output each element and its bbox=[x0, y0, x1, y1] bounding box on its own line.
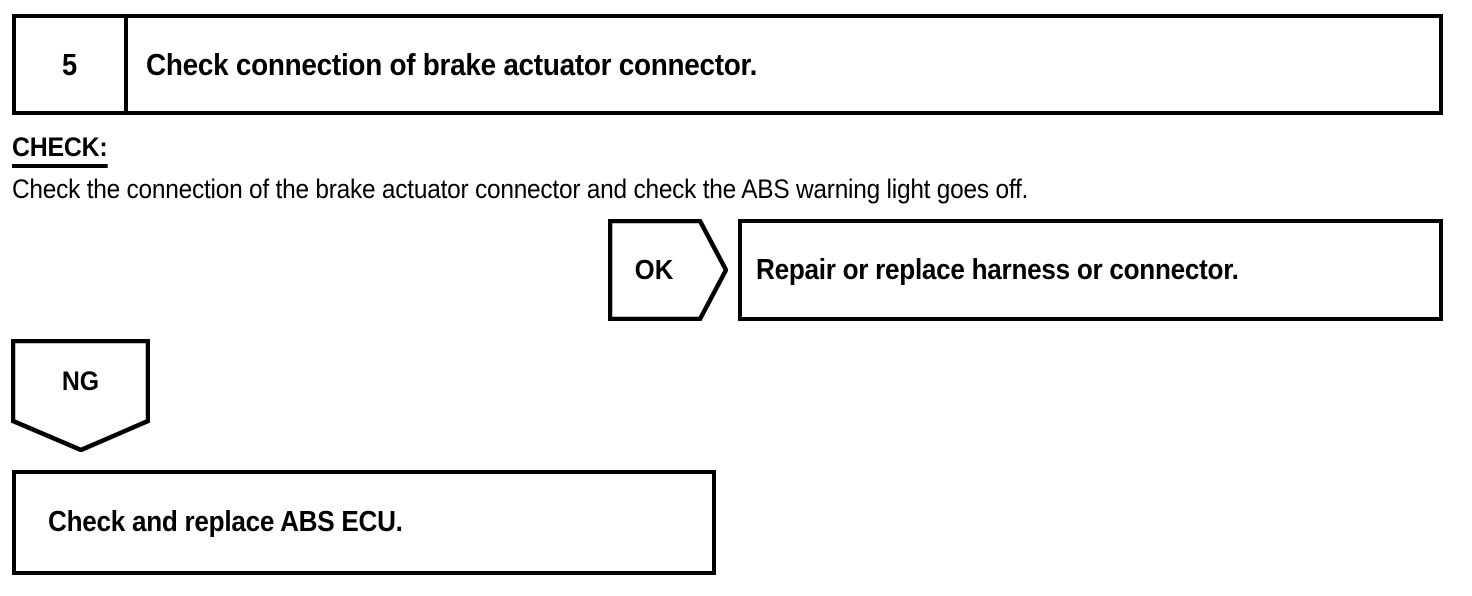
check-description: Check the connection of the brake actuat… bbox=[12, 174, 1029, 204]
ng-branch-action-text: Check and replace ABS ECU. bbox=[48, 506, 403, 538]
check-label: CHECK: bbox=[12, 131, 108, 168]
step-header-row: 5 Check connection of brake actuator con… bbox=[12, 14, 1443, 115]
ng-branch-action-box: Check and replace ABS ECU. bbox=[12, 470, 716, 575]
step-number: 5 bbox=[62, 46, 78, 82]
check-section: CHECK: Check the connection of the brake… bbox=[12, 131, 1432, 205]
ok-branch-arrow: OK bbox=[608, 219, 728, 321]
ng-branch-label: NG bbox=[61, 365, 100, 396]
ok-branch-action-box: Repair or replace harness or connector. bbox=[738, 219, 1443, 321]
step-title: Check connection of brake actuator conne… bbox=[146, 46, 758, 82]
ng-branch-arrow: NG bbox=[11, 339, 150, 452]
ok-arrow-icon bbox=[608, 219, 728, 321]
step-title-cell: Check connection of brake actuator conne… bbox=[128, 18, 1439, 111]
ok-branch-label: OK bbox=[634, 254, 674, 285]
step-number-cell: 5 bbox=[16, 18, 128, 111]
ok-branch-action-text: Repair or replace harness or connector. bbox=[756, 253, 1239, 286]
ng-arrow-icon bbox=[11, 339, 150, 452]
